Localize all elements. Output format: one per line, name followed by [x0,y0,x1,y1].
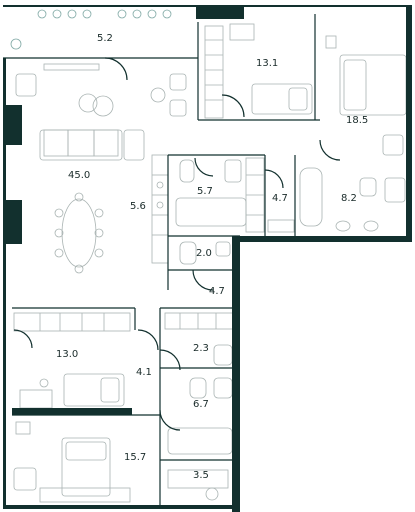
wall-right-upper [406,5,412,239]
dressing-shelves [245,157,295,233]
area-closet: 2.3 [193,343,209,354]
interior-partitions [3,14,341,505]
closet-shelves [164,312,234,330]
area-labels: 5.2 13.1 18.5 45.0 5.7 5.6 4.7 8.2 2.0 4… [56,33,368,481]
area-bathroom-small: 5.7 [197,186,213,197]
wc-fixtures [179,241,231,265]
wall-right-lower [232,240,240,512]
master-bath-fixtures [299,167,406,232]
bedroom-bottom-furniture [13,421,131,503]
balcony-plants [10,9,172,50]
bedroom-left-furniture [13,312,131,409]
wall-mid-horizontal [232,236,412,242]
area-wc: 2.0 [196,248,212,259]
area-living-kitchen: 45.0 [68,170,90,181]
area-bedroom-top: 13.1 [256,58,278,69]
area-balcony: 5.2 [97,33,113,44]
master-bedroom-furniture [325,35,407,156]
area-dressing: 4.7 [272,193,288,204]
wall-balcony-top [3,5,198,7]
area-bedroom-bottom: 15.7 [124,452,146,463]
wall-pillar-left-1 [5,105,22,145]
area-master-bedroom: 18.5 [346,115,368,126]
area-corridor-lower: 4.1 [136,367,152,378]
kitchen-counter [151,154,169,264]
wall-lower-horizontal [12,408,132,415]
wall-pillar-left-2 [5,200,22,244]
living-room-furniture [15,73,187,274]
wall-top-thin [244,5,406,7]
bedroom-top-furniture [204,23,313,119]
wall-left-outer [3,58,6,508]
area-corridor-top: 5.6 [130,201,146,212]
laundry-fixtures [167,469,229,501]
wall-bottom [3,505,240,509]
wall-top-right [196,5,244,19]
area-laundry: 3.5 [193,470,209,481]
furniture-layer [10,9,407,503]
area-bedroom-left: 13.0 [56,349,78,360]
window-strip-top [43,63,100,71]
area-bathroom-lower: 6.7 [193,399,209,410]
area-hall: 4.7 [209,286,225,297]
structural-walls [3,5,412,512]
area-master-bath: 8.2 [341,193,357,204]
